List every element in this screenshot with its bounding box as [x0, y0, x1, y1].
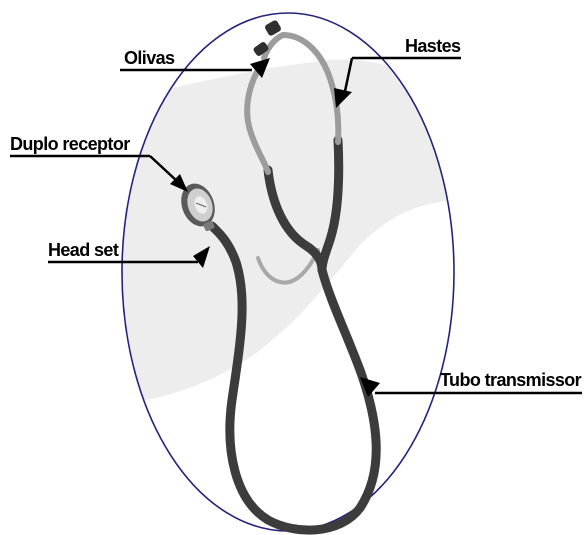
oval-frame: [110, 13, 470, 531]
label-duplo-receptor: Duplo receptor: [10, 134, 130, 154]
label-head-set: Head set: [48, 240, 119, 260]
label-hastes: Hastes: [405, 36, 461, 56]
label-tubo-transmissor: Tubo transmissor: [440, 370, 582, 390]
label-olivas: Olivas: [124, 48, 175, 68]
